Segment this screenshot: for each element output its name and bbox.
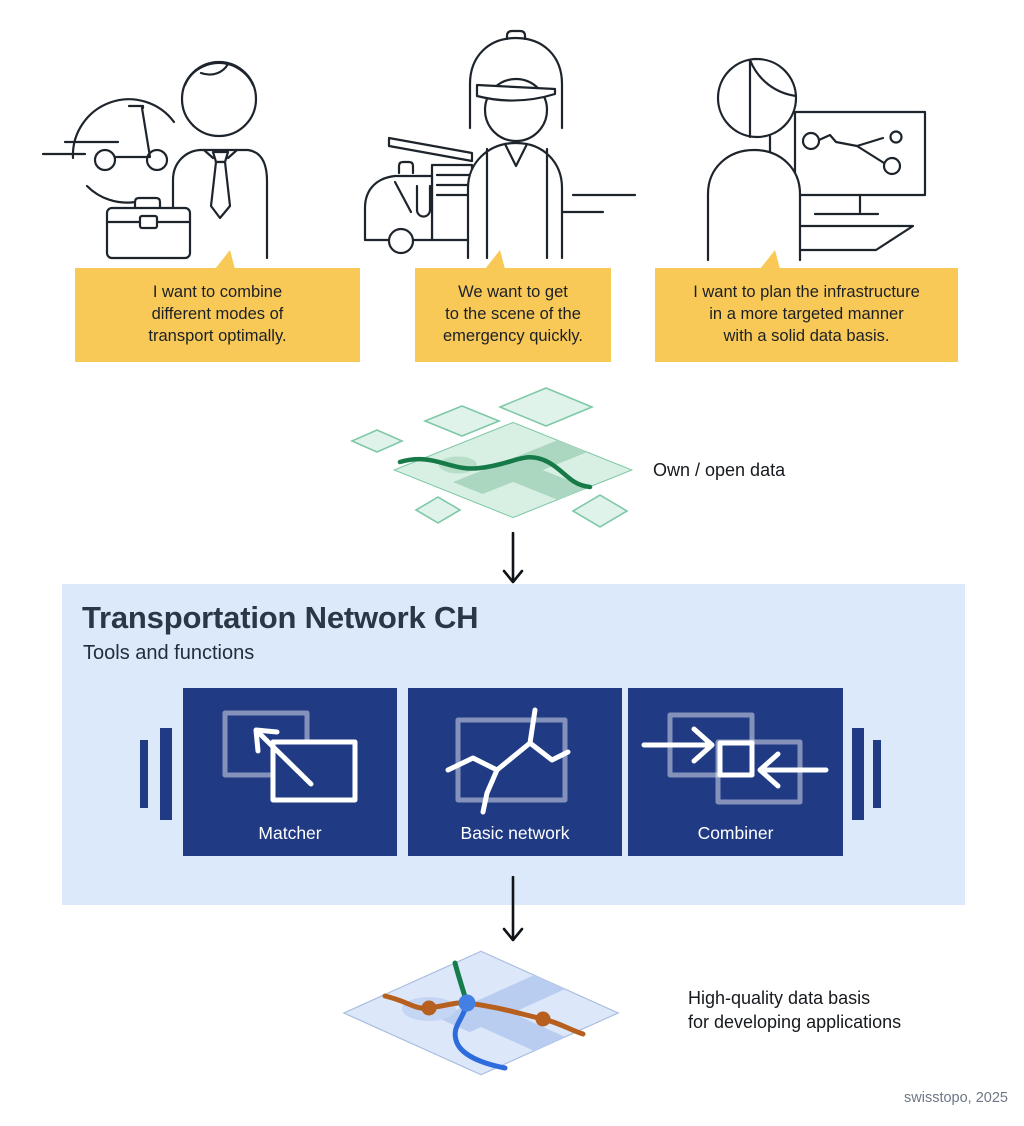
small-map-tile (571, 494, 629, 528)
high-quality-data-label: High-quality data basis for developing a… (688, 988, 902, 1033)
credit-text: swisstopo, 2025 (904, 1090, 1008, 1106)
map-road-band (449, 998, 566, 1051)
map-road-band (483, 458, 588, 500)
motion-circle-arc (71, 98, 176, 160)
output-bar-icon (873, 740, 881, 808)
high-quality-map-illustration (342, 950, 620, 1076)
output-bar-icon (852, 728, 864, 820)
bubble-tail (485, 250, 505, 269)
small-map-tile (350, 429, 404, 453)
windshield (393, 180, 413, 214)
bubble-text: I want to combine different modes of tra… (148, 283, 287, 345)
tie (209, 160, 232, 220)
graph-edges (817, 133, 885, 148)
planner-torso (706, 148, 802, 262)
truck-ladder (387, 136, 474, 163)
bubble-tail (760, 250, 780, 269)
small-map-tile (422, 405, 502, 437)
tool-label: Matcher (258, 823, 322, 843)
speed-lines (41, 140, 120, 156)
tool-tile-matcher: Matcher (183, 688, 397, 856)
graph-node (882, 156, 902, 176)
desk (793, 224, 915, 252)
truck-wheel (387, 227, 415, 255)
combiner-icon (641, 712, 829, 805)
input-bar-icon (140, 740, 148, 808)
monitor-screen (793, 110, 927, 197)
down-arrow-icon (502, 876, 524, 942)
firefighter-torso (466, 141, 564, 260)
panel-subtitle: Tools and functions (83, 642, 255, 664)
route-node (421, 1000, 437, 1016)
commuter-with-scooter-illustration (41, 60, 269, 260)
planner-head (716, 57, 798, 139)
tie-knot (211, 150, 230, 164)
scooter-front-wheel (145, 148, 169, 172)
speech-bubble-commuter: I want to combine different modes of tra… (75, 250, 360, 362)
speech-bubble-firefighter: We want to get to the scene of the emerg… (415, 250, 611, 362)
down-arrow-icon (502, 532, 524, 584)
speed-lines (561, 193, 637, 214)
blue-route (452, 1000, 508, 1071)
small-map-tile (414, 496, 462, 524)
green-road-line (397, 455, 593, 490)
tool-tile-combiner: Combiner (628, 688, 843, 856)
bubble-text: We want to get to the scene of the emerg… (442, 283, 583, 345)
input-bar-icon (160, 728, 172, 820)
helmet-knob (505, 29, 527, 41)
tool-label: Basic network (460, 823, 570, 843)
planner-with-monitor-illustration (706, 57, 927, 262)
jacket-seams (485, 147, 549, 260)
helmet-visor (475, 83, 557, 102)
firefighter-with-truck-illustration (363, 29, 637, 260)
panel-title: Transportation Network CH (82, 600, 479, 635)
collar (503, 142, 529, 168)
monitor-stand (813, 193, 880, 216)
briefcase (105, 206, 192, 260)
route-node (535, 1011, 551, 1027)
scooter-rear-wheel (93, 148, 117, 172)
truck-cab (363, 174, 434, 242)
hair (748, 58, 798, 139)
truck-hose (415, 184, 432, 218)
speech-bubble-planner: I want to plan the infrastructure in a m… (655, 250, 958, 362)
junction-node (458, 994, 476, 1012)
own-open-data-label: Own / open data (653, 460, 786, 480)
tool-tile-basic-network: Basic network (408, 688, 622, 856)
bubble-tail (215, 250, 235, 269)
truck-beacon (397, 160, 415, 175)
tool-label: Combiner (697, 823, 774, 843)
scooter-deck-and-handlebar (113, 104, 152, 159)
small-map-tile (497, 387, 595, 427)
basic-network-icon (445, 707, 571, 815)
briefcase-clasp (138, 214, 159, 230)
bubble-text: I want to plan the infrastructure in a m… (693, 283, 920, 345)
truck-rear-body (430, 163, 474, 242)
matcher-icon (222, 710, 358, 803)
briefcase-handle (133, 196, 162, 210)
hair (183, 61, 255, 87)
collar (202, 148, 239, 160)
own-open-data-map-layers (350, 387, 634, 528)
graph-node (889, 130, 903, 144)
